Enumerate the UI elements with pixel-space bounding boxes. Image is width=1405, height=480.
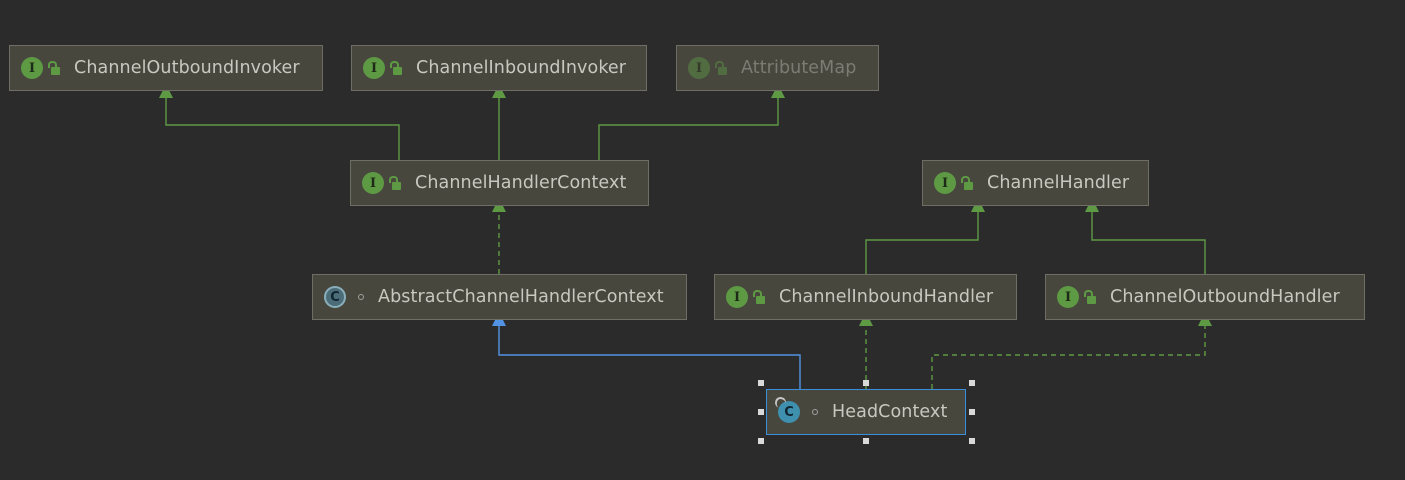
resize-handle[interactable] (969, 380, 975, 386)
node-label: ChannelOutboundInvoker (74, 58, 300, 78)
edge-extends-channel-handler-inbound (865, 212, 979, 274)
interface-icon: I (688, 57, 710, 79)
interface-icon: I (363, 57, 385, 79)
public-lock-icon (48, 61, 60, 75)
public-lock-icon (961, 176, 973, 190)
class-icon: C (778, 401, 800, 423)
interface-icon: I (726, 286, 748, 308)
public-lock-icon (390, 61, 402, 75)
node-channel-outbound-handler[interactable]: I ChannelOutboundHandler (1045, 274, 1365, 320)
public-lock-icon (1084, 290, 1096, 304)
node-channel-handler[interactable]: I ChannelHandler (922, 160, 1149, 206)
edge-class-extends-abstract-context (498, 326, 801, 389)
node-label: AttributeMap (741, 58, 857, 78)
node-label: ChannelHandlerContext (415, 173, 627, 193)
node-label: AbstractChannelHandlerContext (378, 287, 664, 307)
package-visibility-icon (812, 409, 818, 415)
resize-handle[interactable] (758, 409, 764, 415)
public-lock-icon (389, 176, 401, 190)
interface-icon: I (21, 57, 43, 79)
resize-handle[interactable] (969, 409, 975, 415)
edge-extends-outbound-invoker (165, 98, 400, 160)
node-attribute-map[interactable]: I AttributeMap (676, 45, 879, 91)
node-label: ChannelOutboundHandler (1110, 287, 1340, 307)
interface-icon: I (1057, 286, 1079, 308)
node-label: HeadContext (832, 402, 948, 422)
node-channel-handler-context[interactable]: I ChannelHandlerContext (350, 160, 649, 206)
interface-icon: I (362, 172, 384, 194)
package-visibility-icon (358, 294, 364, 300)
resize-handle[interactable] (758, 438, 764, 444)
public-lock-icon (753, 290, 765, 304)
edge-extends-attribute-map (598, 98, 779, 160)
node-head-context[interactable]: C HeadContext (766, 389, 966, 435)
edge-extends-channel-handler-outbound (1091, 212, 1206, 274)
abstract-class-icon: C (324, 286, 346, 308)
resize-handle[interactable] (863, 380, 869, 386)
node-abstract-channel-handler-context[interactable]: C AbstractChannelHandlerContext (312, 274, 687, 320)
node-channel-outbound-invoker[interactable]: I ChannelOutboundInvoker (9, 45, 323, 91)
public-lock-icon (715, 61, 727, 75)
arrowhead-icon (159, 84, 173, 98)
node-label: ChannelInboundInvoker (416, 58, 627, 78)
resize-handle[interactable] (863, 438, 869, 444)
arrowhead-icon (492, 84, 506, 98)
node-label: ChannelHandler (987, 173, 1130, 193)
node-label: ChannelInboundHandler (779, 287, 994, 307)
resize-handle[interactable] (969, 438, 975, 444)
resize-handle[interactable] (758, 380, 764, 386)
node-channel-inbound-invoker[interactable]: I ChannelInboundInvoker (351, 45, 647, 91)
node-channel-inbound-handler[interactable]: I ChannelInboundHandler (714, 274, 1017, 320)
interface-icon: I (934, 172, 956, 194)
arrowhead-icon (771, 84, 785, 98)
